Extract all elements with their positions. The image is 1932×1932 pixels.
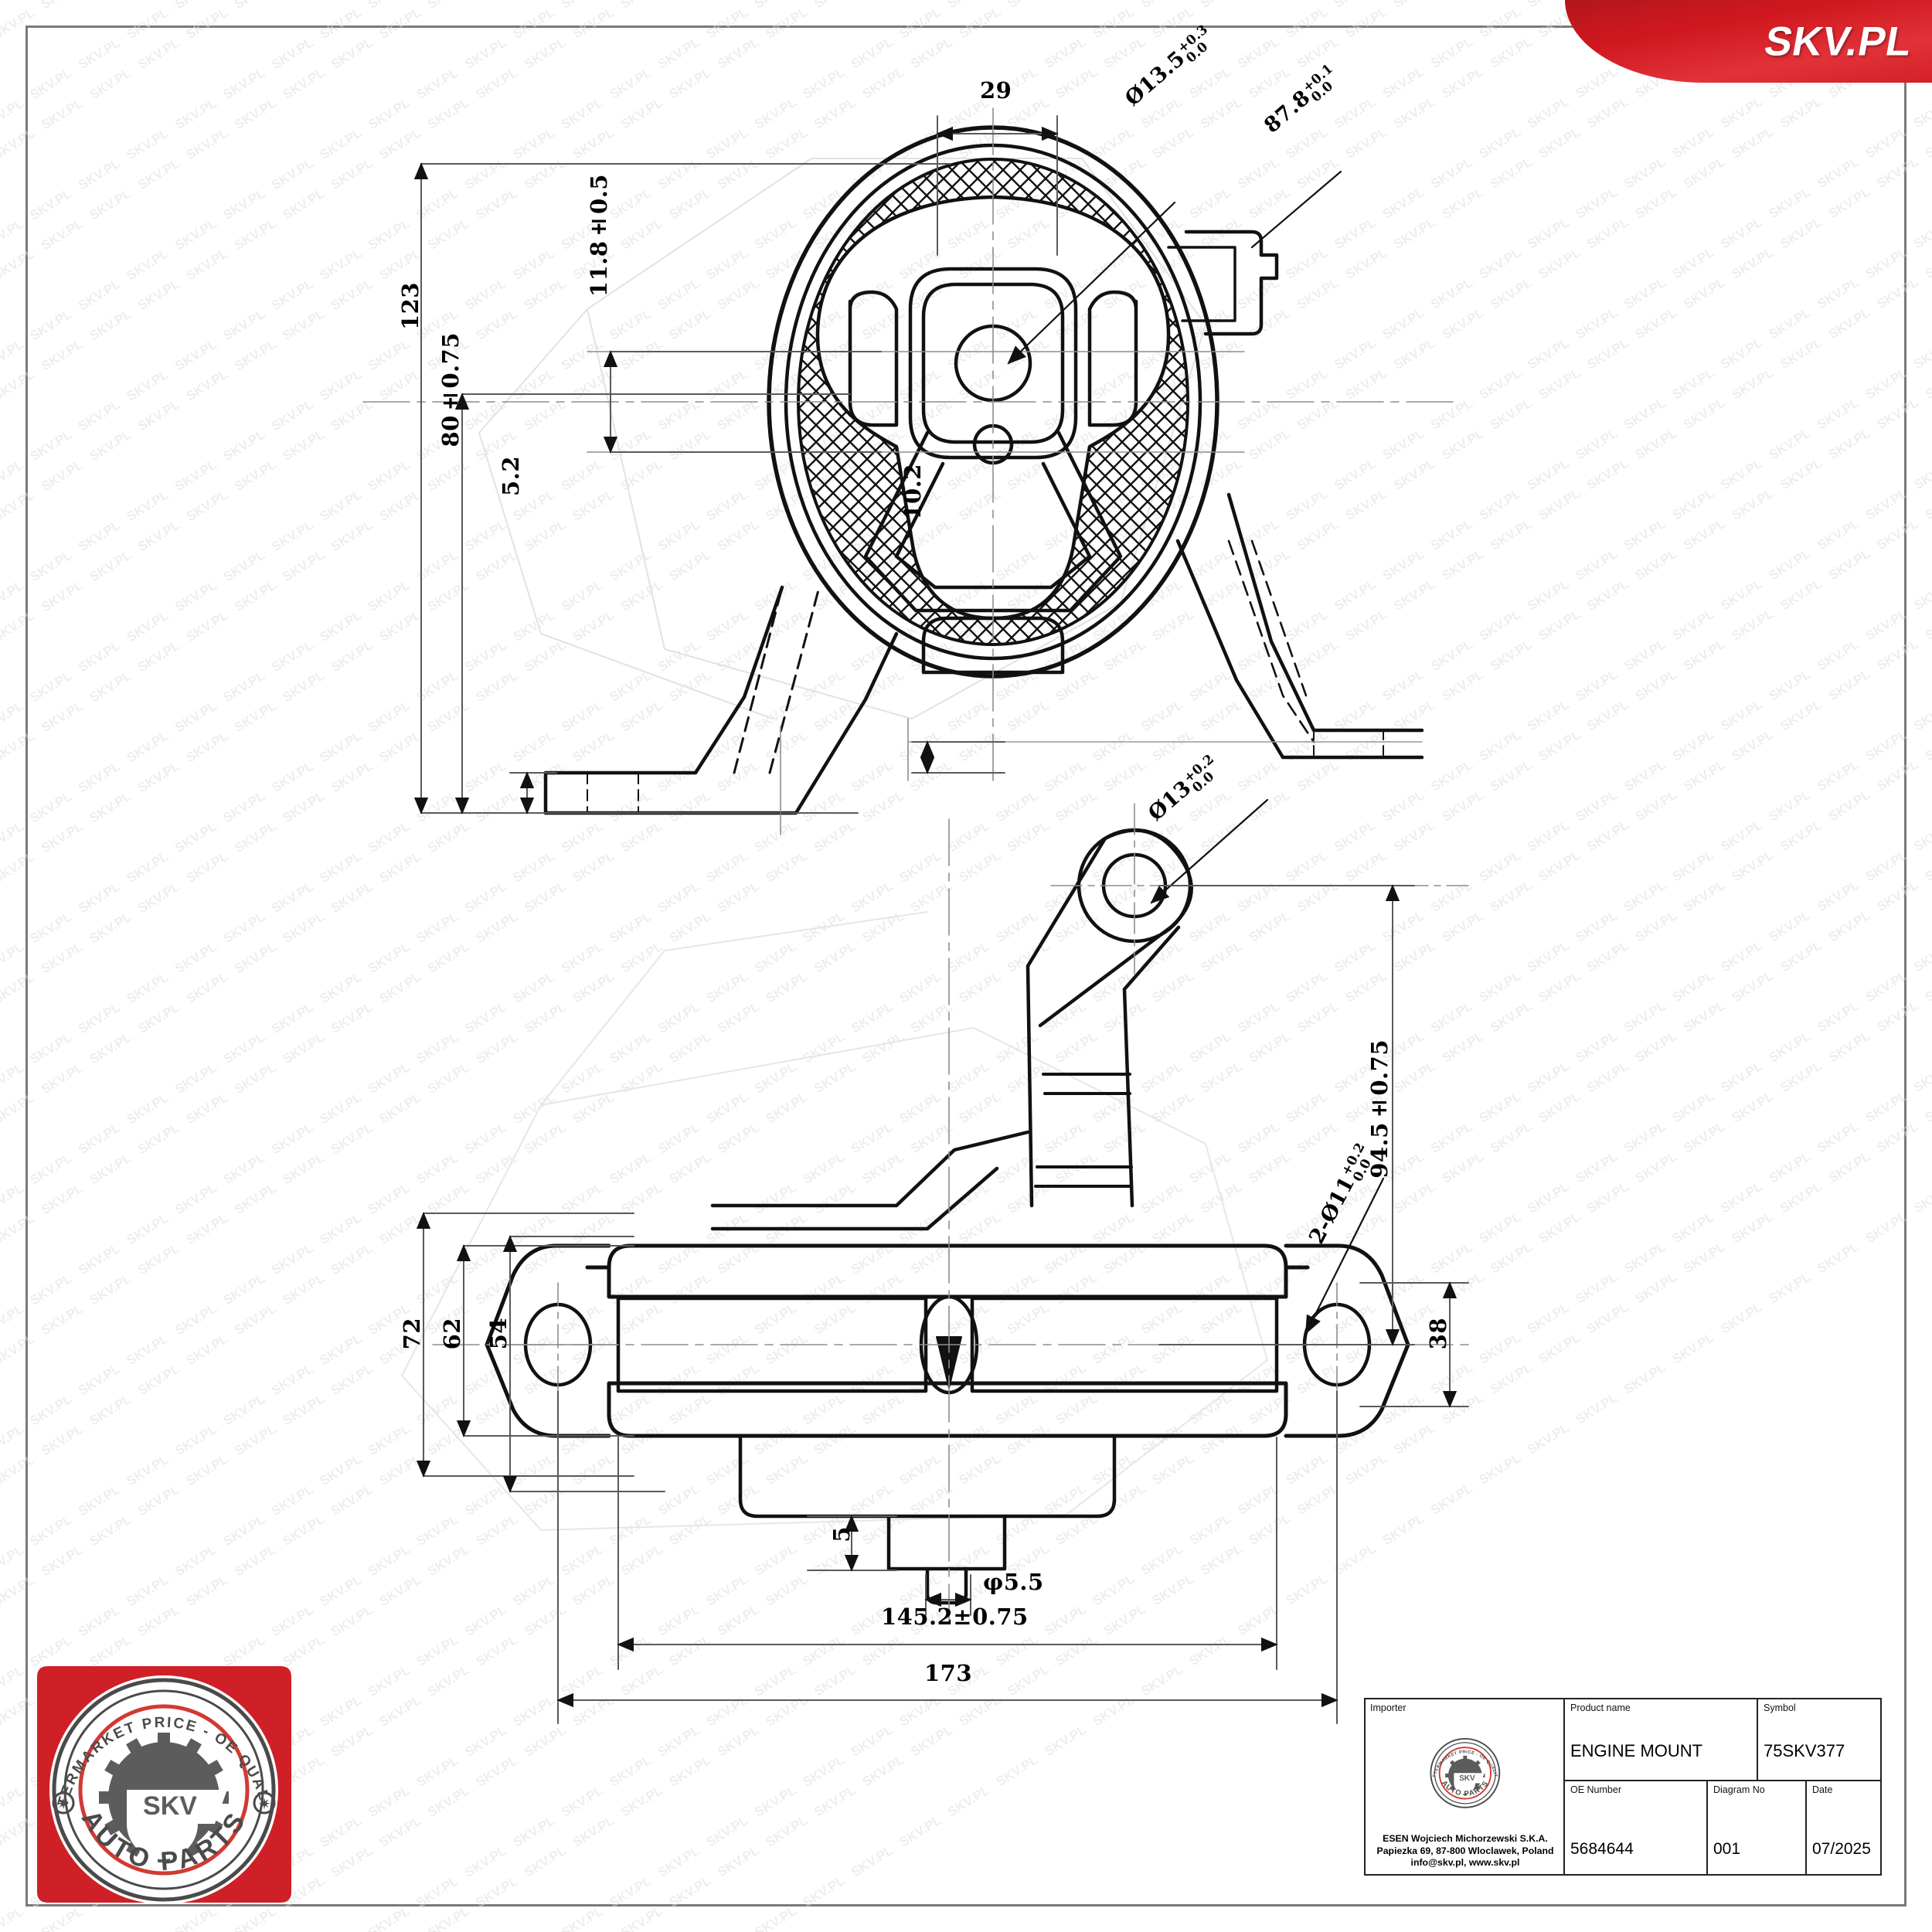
diagram-no-value: 001 (1713, 1840, 1741, 1858)
dim-38: 38 (1425, 1318, 1451, 1350)
field-diagram-no: Diagram No 001 (1708, 1781, 1807, 1874)
dim-72: 72 (399, 1318, 425, 1350)
date-value: 07/2025 (1812, 1840, 1871, 1858)
gear-icon: SKV (99, 1733, 229, 1862)
product-name-value: ENGINE MOUNT (1570, 1741, 1703, 1760)
importer-logo: SKV AFTERMARKET PRICE - OE QUALITY AUTO … (1370, 1714, 1560, 1833)
dim-123: 123 (397, 282, 423, 331)
product-name-label: Product name (1570, 1702, 1631, 1713)
title-block-importer: Importer (1366, 1699, 1565, 1874)
symbol-label: Symbol (1764, 1702, 1796, 1713)
upper-view-geometry (362, 107, 1461, 835)
diagram-no-label: Diagram No (1713, 1784, 1765, 1795)
importer-address: Papiezka 69, 87-800 Wloclawek, Poland (1376, 1845, 1554, 1856)
symbol-value: 75SKV377 (1764, 1741, 1845, 1760)
oe-number-value: 5684644 (1570, 1840, 1634, 1858)
field-product-name: Product name ENGINE MOUNT (1565, 1699, 1758, 1780)
field-symbol: Symbol 75SKV377 (1758, 1699, 1880, 1780)
svg-text:SKV: SKV (1459, 1774, 1475, 1783)
importer-details: ESEN Wojciech Michorzewski S.K.A. Papiez… (1370, 1833, 1560, 1871)
star-icon: ✷ ✷ (52, 1791, 276, 1815)
field-date: Date 07/2025 (1807, 1781, 1880, 1874)
dim-5-2: 5.2 (498, 456, 524, 496)
date-label: Date (1812, 1784, 1833, 1795)
importer-label: Importer (1370, 1702, 1406, 1713)
dim-145-2: 145.2±0.75 (881, 1604, 1029, 1630)
auto-parts-seal: SKV AFTERMARKET PRICE - OE QUALITY AUTO … (31, 1660, 291, 1904)
dim-10-2: 10.2 (900, 464, 926, 520)
banner-text: SKV.PL (1761, 19, 1917, 64)
svg-text:✷: ✷ (57, 1794, 70, 1813)
dim-5: 5 (828, 1526, 855, 1543)
title-block-fields: Product name ENGINE MOUNT Symbol 75SKV37… (1565, 1699, 1880, 1874)
dim-54: 54 (485, 1318, 512, 1350)
seal-center-text: SKV (143, 1791, 197, 1821)
dim-11-8: 11.8±0.5 (586, 174, 612, 298)
field-oe-number: OE Number 5684644 (1565, 1781, 1708, 1874)
title-block: Importer (1364, 1698, 1882, 1876)
oe-number-label: OE Number (1570, 1784, 1621, 1795)
dim-80: 80±0.75 (437, 332, 464, 447)
dim-94-5: 94.5±0.75 (1366, 1039, 1393, 1179)
importer-name: ESEN Wojciech Michorzewski S.K.A. (1383, 1832, 1548, 1844)
dimension-lines (413, 115, 1469, 1724)
dim-29: 29 (980, 77, 1012, 104)
svg-text:✷: ✷ (258, 1794, 271, 1813)
dim-173: 173 (924, 1660, 973, 1686)
lower-view-geometry (401, 798, 1469, 1624)
importer-contact: info@skv.pl, www.skv.pl (1410, 1857, 1520, 1869)
dim-phi-5-5: φ5.5 (983, 1569, 1044, 1595)
dim-62: 62 (439, 1318, 465, 1350)
